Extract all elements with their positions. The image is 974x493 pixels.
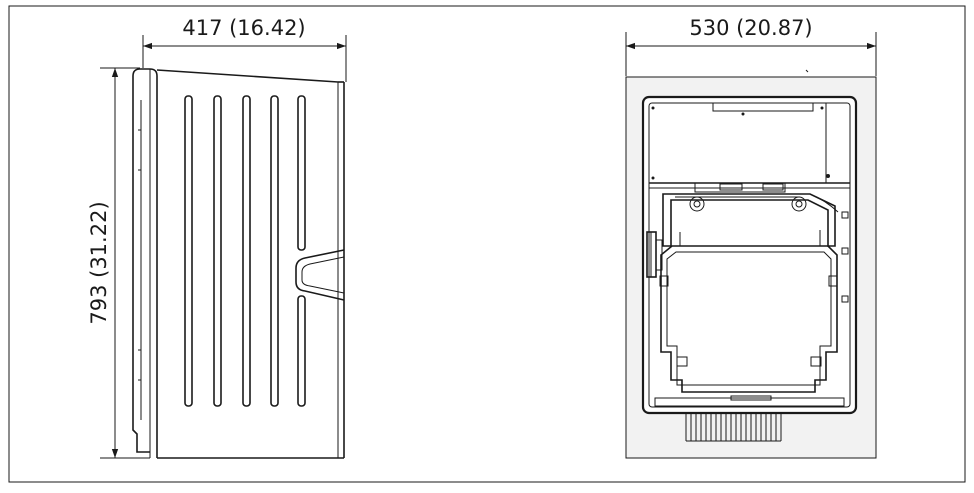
- inner-module: [659, 245, 838, 393]
- width-dimension: 530 (20.87): [626, 16, 876, 50]
- housing-body: [156, 69, 345, 459]
- side-view: 417 (16.42) 793 (31.22): [87, 16, 347, 459]
- height-dimension: 793 (31.22): [87, 68, 119, 458]
- front-view: 530 (20.87): [625, 16, 877, 459]
- cooling-fins: [685, 413, 782, 442]
- door-profile: [132, 68, 158, 458]
- housing-front: [641, 95, 858, 415]
- right-clips: [841, 211, 849, 303]
- width-dimension-label: 530 (20.87): [689, 16, 812, 40]
- hinge: [646, 231, 663, 278]
- bottom-rail: [654, 395, 845, 407]
- ventilation-slots: [184, 95, 306, 407]
- mounting-bracket: [662, 182, 839, 247]
- depth-dimension-label: 417 (16.42): [182, 16, 305, 40]
- drawing-border: [8, 5, 966, 483]
- depth-dimension: 417 (16.42): [143, 16, 346, 50]
- side-handle: [295, 249, 345, 301]
- height-dimension-label: 793 (31.22): [87, 201, 111, 324]
